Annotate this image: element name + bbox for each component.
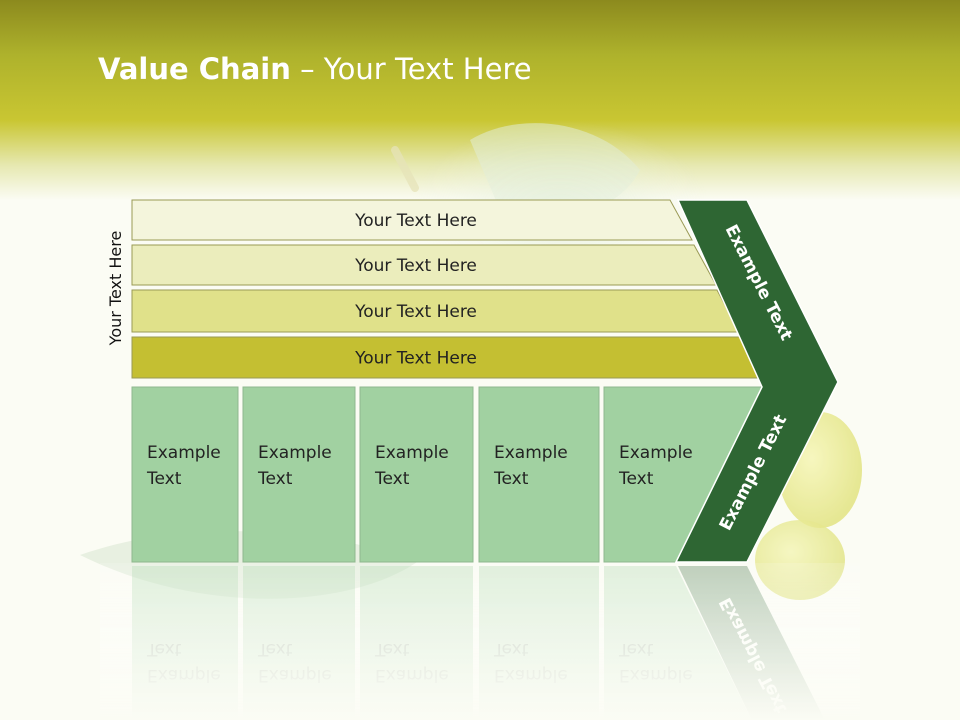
box-label-line1: Example (619, 443, 693, 463)
box-label-line2: Text (146, 469, 182, 489)
row-label: Your Text Here (354, 211, 477, 231)
slide-title[interactable]: Value Chain – Your Text Here (98, 52, 532, 86)
box-label-line2: Text (493, 469, 529, 489)
side-label: Your Text Here (106, 231, 125, 347)
box-label-line1: Example (258, 443, 332, 463)
box-label-line1: Example (375, 443, 449, 463)
box-label-line2: Text (618, 469, 654, 489)
row-label: Your Text Here (354, 302, 477, 322)
row-bar[interactable] (131, 199, 693, 241)
activity-box[interactable] (242, 386, 356, 563)
reflection-fade (100, 563, 860, 720)
row-label: Your Text Here (354, 256, 477, 276)
title-bold: Value Chain (98, 52, 291, 86)
activity-box[interactable] (359, 386, 474, 563)
activity-box[interactable] (478, 386, 600, 563)
box-label-line1: Example (147, 443, 221, 463)
activity-box[interactable] (131, 386, 239, 563)
row-label: Your Text Here (354, 349, 477, 369)
title-rest: – Your Text Here (290, 52, 532, 86)
box-label-line1: Example (494, 443, 568, 463)
reflection: ExampleTextExampleTextExampleTextExample… (100, 563, 860, 720)
box-label-line2: Text (374, 469, 410, 489)
box-label-line2: Text (257, 469, 293, 489)
chevron-shape[interactable] (674, 199, 839, 563)
